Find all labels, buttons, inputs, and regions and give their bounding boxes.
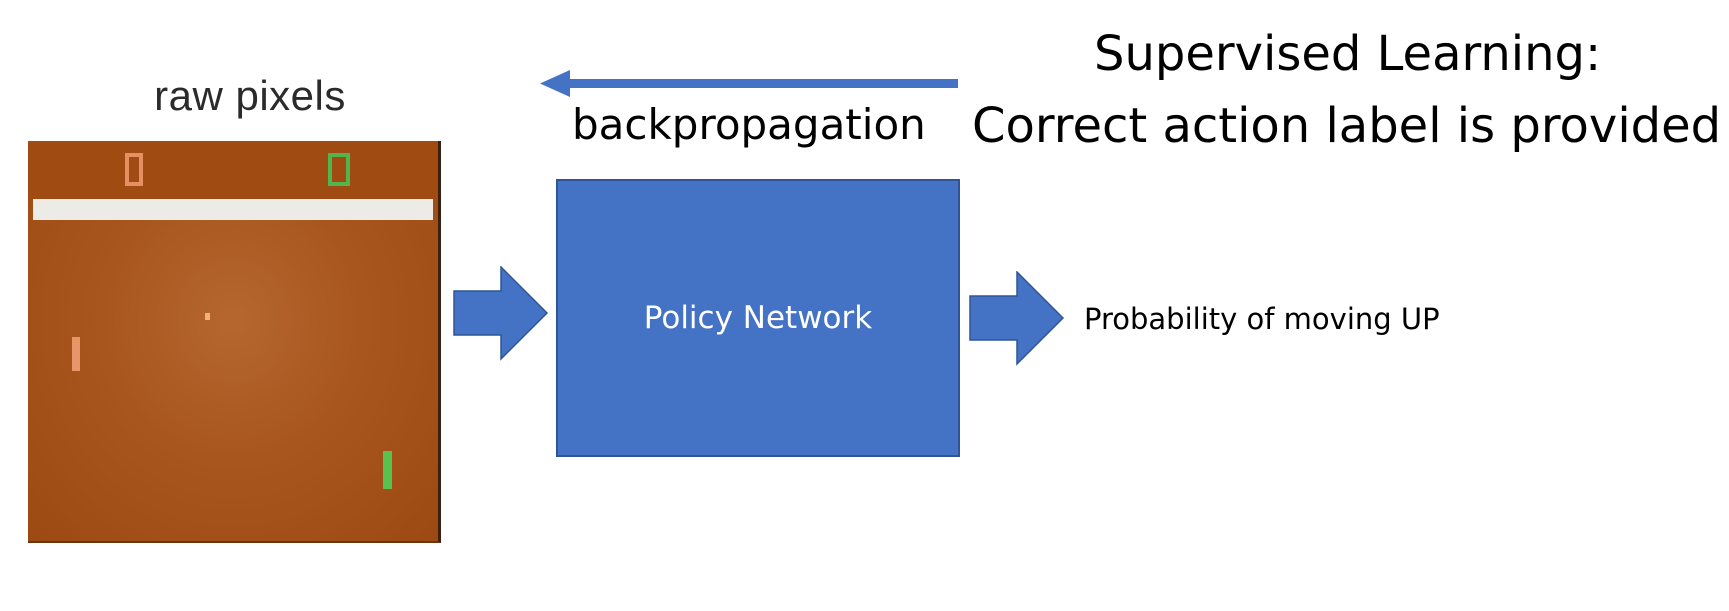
supervised-learning-subtitle: Correct action label is provided [972,98,1722,154]
input-block-arrow-icon [453,266,549,362]
backpropagation-label: backpropagation [572,100,926,149]
probability-output-label: Probability of moving UP [1084,302,1440,336]
right-score-digit [328,153,350,186]
pong-score-bar [28,141,438,199]
left-score-digit [125,153,143,186]
right-paddle [383,451,392,489]
left-paddle [72,337,80,371]
pong-ball [205,313,210,320]
supervised-learning-title: Supervised Learning: [1094,26,1602,82]
raw-pixels-label: raw pixels [154,72,346,119]
backpropagation-arrow-icon [540,68,958,103]
pong-top-wall [33,199,433,220]
pong-game-frame [28,141,441,543]
output-block-arrow-icon [969,271,1065,367]
policy-network-label: Policy Network [643,300,873,336]
policy-network-box: Policy Network [556,179,960,457]
